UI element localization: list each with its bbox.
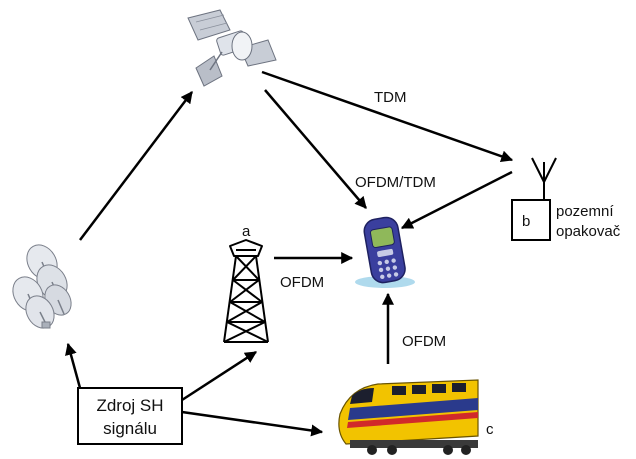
source-label-line2: signálu bbox=[103, 419, 157, 438]
repeater-label-line2: opakovač bbox=[556, 223, 621, 240]
transmitter-tower-icon bbox=[223, 239, 269, 343]
link-label-tdm: TDM bbox=[374, 89, 407, 106]
repeater-label-line1: pozemní bbox=[556, 203, 614, 220]
link-label-ofdm-tdm: OFDM/TDM bbox=[355, 174, 436, 191]
arrow-source-to-tower bbox=[181, 350, 258, 402]
link-label-ofdm-tower: OFDM bbox=[280, 274, 324, 291]
train-marker: c bbox=[486, 421, 494, 438]
arrows bbox=[65, 70, 514, 437]
signal-source-box: Zdroj SH signálu bbox=[77, 387, 183, 445]
repeater-marker: b bbox=[522, 213, 530, 230]
mobile-phone-icon bbox=[355, 216, 415, 288]
satellite-icon bbox=[187, 9, 277, 87]
tower-marker: a bbox=[242, 223, 251, 240]
arrow-source-to-dishes bbox=[65, 342, 82, 389]
train-icon bbox=[338, 379, 479, 455]
link-label-ofdm-train: OFDM bbox=[402, 333, 446, 350]
satellite-dish-icon bbox=[12, 244, 72, 329]
arrow-source-to-train bbox=[181, 410, 324, 437]
arrow-satellite-to-phone bbox=[264, 89, 367, 209]
source-label-line1: Zdroj SH bbox=[96, 396, 163, 415]
arrow-dishes-to-satellite bbox=[79, 91, 193, 241]
arrow-repeater-to-phone bbox=[400, 170, 513, 230]
arrow-satellite-to-repeater bbox=[261, 70, 514, 163]
repeater-antenna-icon bbox=[511, 157, 557, 241]
